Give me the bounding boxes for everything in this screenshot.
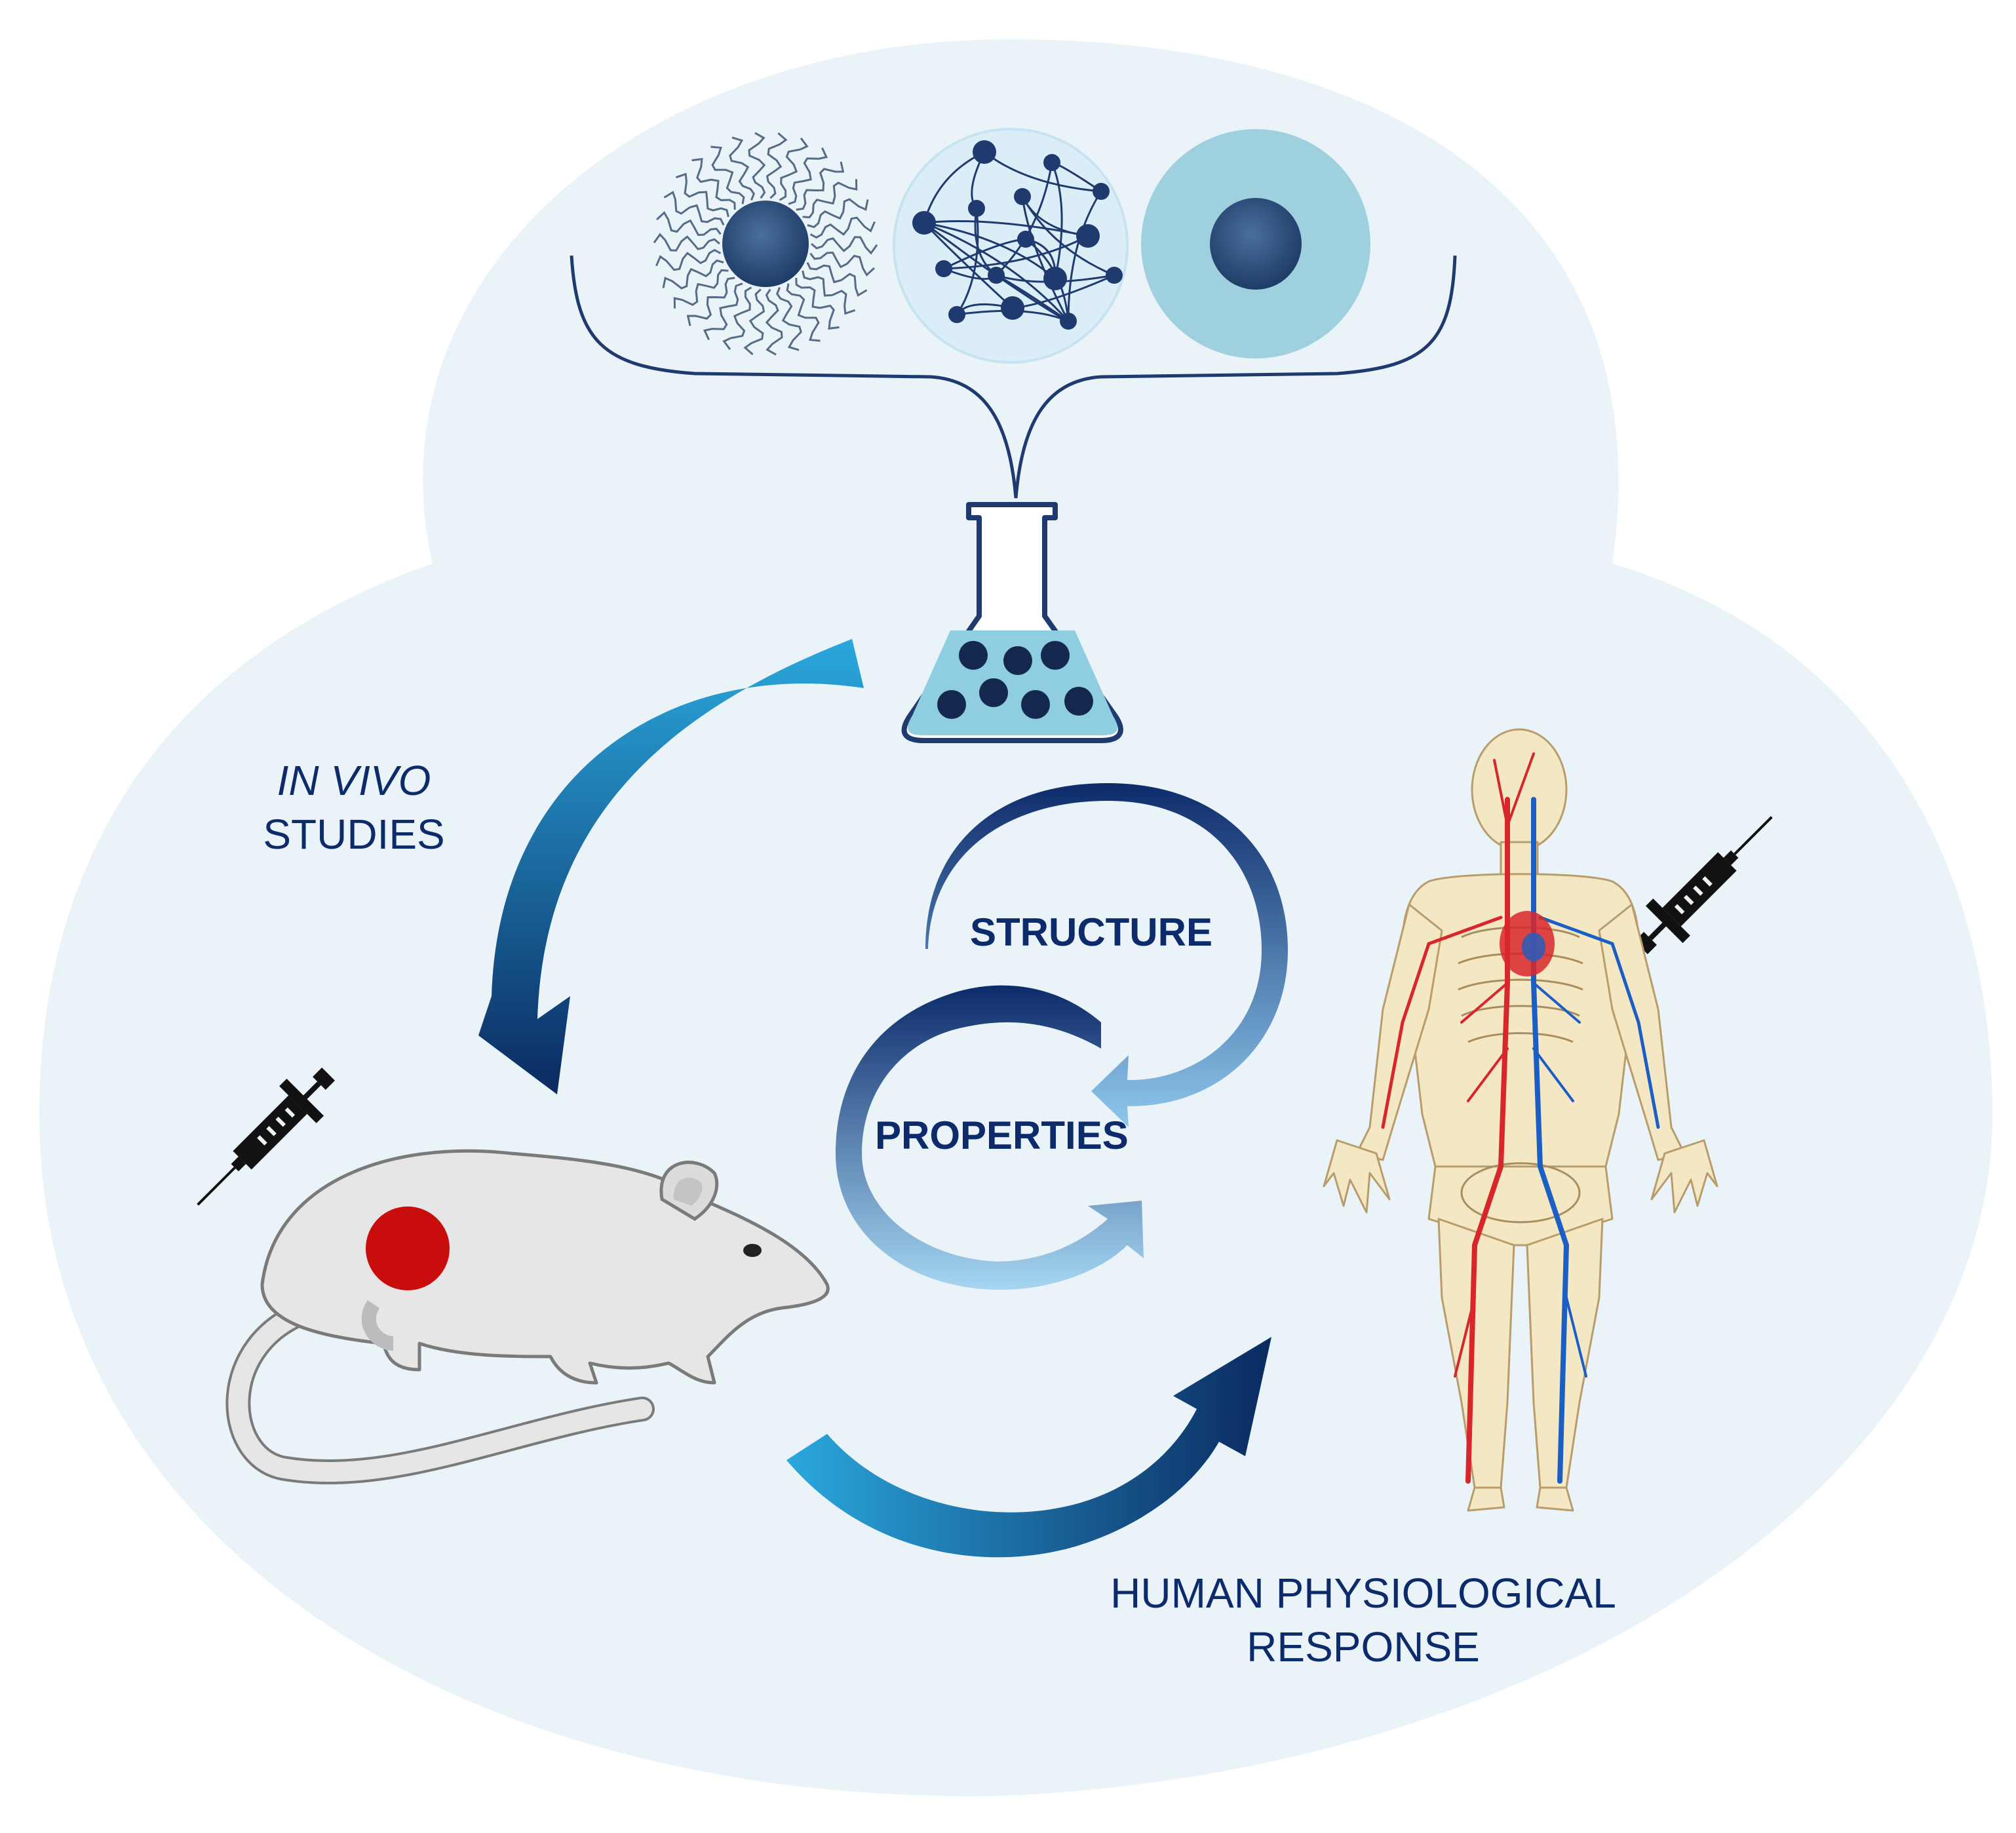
tumor (366, 1206, 450, 1290)
polymer-chain (1021, 196, 1070, 322)
micelle-tail (673, 269, 729, 309)
micelle-tail (779, 137, 809, 201)
polymer-chain (1051, 162, 1063, 279)
core-shell-particle-icon (1141, 129, 1370, 358)
polymer-node (1001, 296, 1024, 320)
human-label-line-2: RESPONSE (1247, 1623, 1480, 1670)
micelle-tail (653, 233, 720, 252)
micelle-tail (765, 288, 783, 356)
micelle-tail (802, 270, 856, 315)
micelle-tail (662, 259, 724, 290)
polymer-node (1060, 313, 1077, 330)
polymer-chain (984, 151, 1102, 193)
micelle-tail (710, 145, 745, 204)
micelle-tail (655, 248, 722, 271)
micelle-icon (653, 132, 878, 356)
polymer-node (988, 267, 1005, 284)
polymer-chain (995, 162, 1053, 277)
micelle-tail (811, 236, 878, 255)
polymer-chain (1067, 191, 1102, 322)
flask-icon (901, 502, 1123, 743)
micelle-tail (686, 277, 735, 326)
polymer-node (1106, 267, 1123, 284)
polymer-node (912, 211, 936, 235)
micelle-tail (807, 198, 869, 229)
polymer-chain (1021, 196, 1115, 277)
human-label-line-1: HUMAN PHYSIOLOGICAL (1110, 1570, 1616, 1617)
micelle-tail (788, 147, 828, 205)
funnel-outline (570, 255, 1457, 499)
micelle-tail (722, 286, 752, 351)
polymer-chain (956, 208, 979, 315)
syringe-icon (1635, 816, 1773, 954)
polymer-chain (943, 235, 1089, 270)
micelle-tail (776, 287, 802, 351)
polymer-node (1093, 183, 1110, 200)
polymer-network-icon (893, 128, 1129, 364)
polymer-node (968, 200, 985, 217)
micelle-tail (802, 179, 858, 219)
micelle-tail (729, 136, 755, 201)
micelle-tail (809, 216, 876, 239)
human-body-icon (1323, 728, 1718, 1512)
micelle-tail (796, 161, 845, 211)
micelle-tail (766, 132, 788, 199)
micelle-tail (809, 251, 875, 277)
polymer-node (1017, 231, 1034, 248)
polymer-node (1076, 224, 1100, 248)
micelle-tail (806, 261, 868, 297)
polymer-node (1043, 154, 1060, 171)
structure-label: STRUCTURE (970, 910, 1212, 954)
syringe-icon (197, 1068, 335, 1206)
in-vivo-studies-label: IN VIVO STUDIES (236, 754, 472, 861)
properties-label: PROPERTIES (875, 1113, 1129, 1157)
micelle-tail (691, 157, 736, 210)
in-vivo-arrow (478, 639, 864, 1094)
studies-label: STUDIES (263, 811, 445, 858)
micelle-tail (748, 132, 766, 199)
polymer-chain (923, 222, 1070, 322)
translation-arrow (786, 1337, 1271, 1558)
micelle-tail (675, 172, 729, 218)
micelle-tail (656, 211, 722, 237)
micelle-tail (703, 282, 743, 341)
micelle-tail (795, 277, 840, 330)
polymer-node (1043, 267, 1067, 290)
polymer-node (973, 140, 996, 164)
polymer-node (1014, 188, 1031, 205)
micelle-tail (743, 288, 766, 356)
polymer-node (935, 260, 952, 277)
mouse-icon (225, 1149, 830, 1484)
micelle-tail (786, 283, 821, 342)
in-vivo-label-italic: IN VIVO (277, 757, 431, 804)
human-physiological-response-label: HUMAN PHYSIOLOGICAL RESPONSE (1062, 1566, 1665, 1674)
polymer-node (948, 306, 965, 323)
micelle-tail (663, 191, 725, 226)
